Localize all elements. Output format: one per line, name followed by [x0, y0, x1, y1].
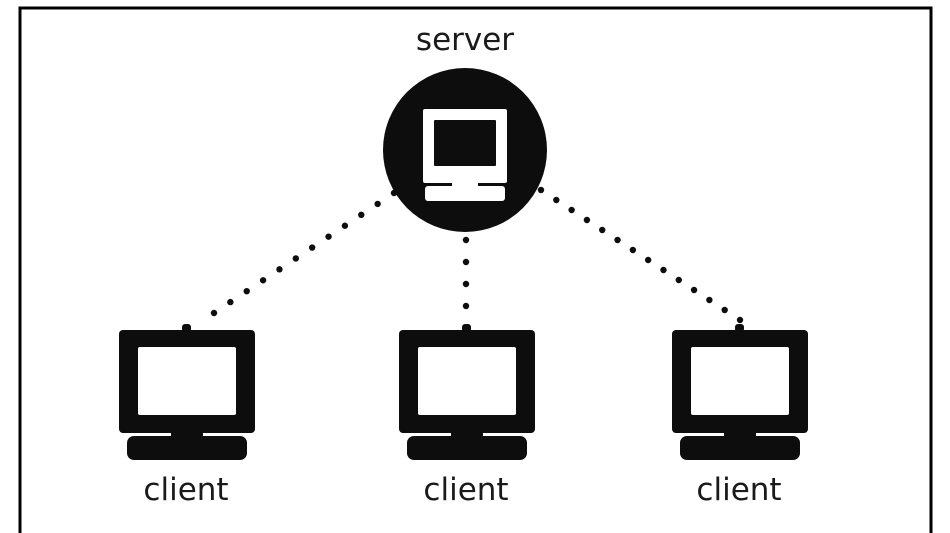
link-dot — [706, 296, 713, 304]
link-dot — [308, 244, 316, 251]
link-dot — [292, 255, 300, 262]
node-client-3[interactable]: client — [672, 324, 808, 508]
link-dot — [341, 222, 349, 229]
link-dot — [259, 277, 267, 284]
link-dot — [599, 226, 606, 234]
link-dot — [358, 211, 365, 219]
link-dot — [553, 196, 560, 204]
server-label: server — [416, 22, 514, 58]
link-dot — [660, 266, 667, 274]
node-server[interactable]: server — [383, 22, 547, 232]
connection-links-layer — [210, 186, 744, 332]
connection-link-dotted — [462, 236, 470, 332]
link-dot — [210, 309, 218, 317]
link-dot — [736, 316, 744, 324]
connection-link-dotted — [537, 186, 744, 324]
client-label: client — [143, 472, 228, 508]
link-dot — [537, 186, 545, 194]
computer-monitor-icon — [672, 324, 808, 460]
link-dot — [374, 200, 381, 208]
link-dot — [568, 206, 575, 214]
link-dot — [462, 280, 470, 288]
link-dot — [325, 233, 332, 240]
link-dot — [614, 236, 621, 244]
node-client-2[interactable]: client — [399, 324, 535, 508]
link-dot — [644, 256, 652, 264]
connection-link-dotted — [210, 189, 398, 317]
link-dot — [629, 246, 637, 254]
client-label: client — [423, 472, 508, 508]
link-dot — [462, 302, 470, 310]
computer-monitor-icon — [423, 109, 507, 201]
client-label: client — [696, 472, 781, 508]
link-dot — [462, 258, 470, 266]
link-dot — [721, 306, 728, 314]
link-dot — [276, 266, 283, 273]
link-dot — [675, 276, 682, 284]
page-border — [18, 6, 933, 533]
link-dot — [243, 287, 250, 295]
link-dot — [462, 236, 470, 244]
node-client-1[interactable]: client — [119, 324, 255, 508]
link-dot — [583, 216, 591, 224]
computer-monitor-icon — [399, 324, 535, 460]
link-dot — [227, 298, 234, 306]
link-dot — [690, 286, 698, 294]
computer-monitor-icon — [119, 324, 255, 460]
